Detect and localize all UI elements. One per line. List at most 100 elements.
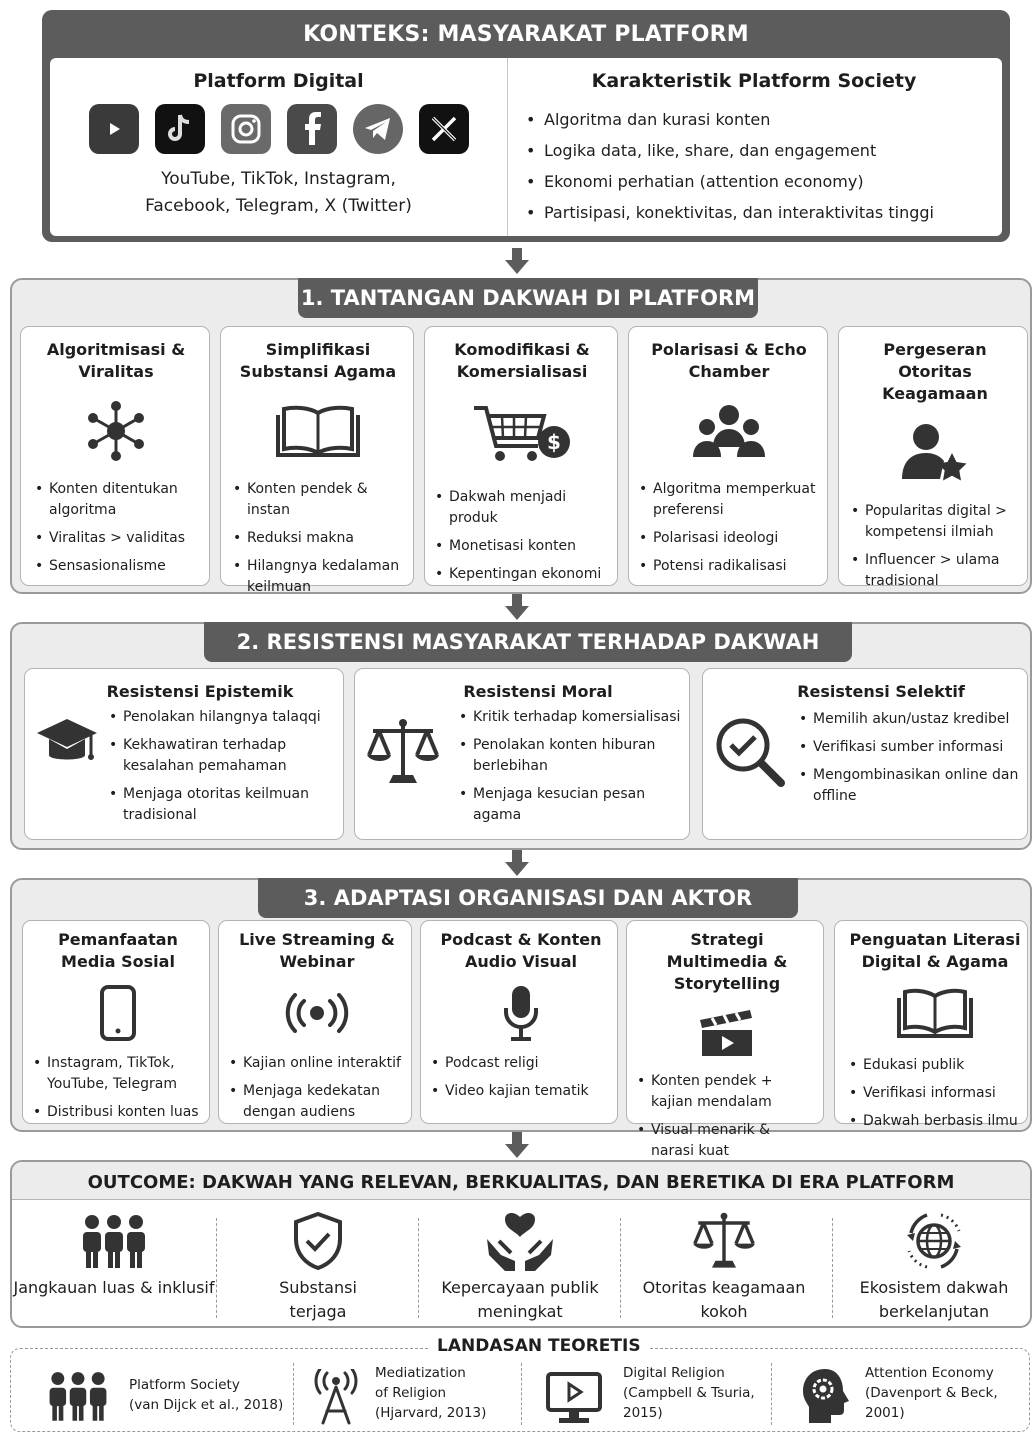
card-title: Pergeseran Otoritas Keagamaan	[882, 340, 988, 403]
card-title: Resistensi Selektif	[797, 682, 965, 701]
list-item: Menjaga kesucian pesan agama	[459, 784, 681, 826]
graduation-cap-icon	[35, 707, 109, 833]
list-item: Hilangnya kedalaman keilmuan	[233, 556, 403, 598]
outcome-item: Ekosistem dakwah berkelanjutan	[832, 1206, 1032, 1324]
context-title: KONTEKS: MASYARAKAT PLATFORM	[303, 22, 749, 47]
platform-names-line1: YouTube, TikTok, Instagram,	[161, 169, 396, 189]
adaptation-card: Live Streaming & Webinar Kajian online i…	[218, 920, 412, 1124]
characteristics-list: Algoritma dan kurasi konten Logika data,…	[526, 104, 1002, 228]
adaptation-title: 3. ADAPTASI ORGANISASI DAN AKTOR DAKWAH	[258, 878, 798, 950]
list-item: Kekhawatiran terhadap kesalahan pemahama…	[109, 735, 335, 777]
adaptation-section: 3. ADAPTASI ORGANISASI DAN AKTOR DAKWAH …	[10, 878, 1032, 1159]
card-title: Simplifikasi Substansi Agama	[239, 340, 397, 381]
list-item: Menjaga kedekatan dengan audiens	[229, 1081, 405, 1123]
list-item: Viralitas > validitas	[35, 528, 197, 549]
card-list: Konten ditentukan algoritma Viralitas > …	[35, 479, 197, 577]
list-item: Kritik terhadap komersialisasi	[459, 707, 681, 728]
challenge-card: Polarisasi & Echo Chamber Algoritma memp…	[628, 326, 828, 586]
characteristic-item: Algoritma dan kurasi konten	[526, 104, 1002, 135]
list-item: Popularitas digital > kompetensi ilmiah	[851, 501, 1019, 543]
platform-icons	[50, 104, 507, 154]
people-group-icon	[12, 1206, 216, 1276]
challenge-card: Simplifikasi Substansi Agama Konten pend…	[220, 326, 414, 595]
card-title: Podcast & Konten Audio Visual	[440, 930, 602, 971]
magnifier-check-icon	[713, 709, 799, 814]
card-list: Edukasi publik Verifikasi informasi Dakw…	[849, 1055, 1021, 1132]
network-icon	[35, 383, 197, 479]
scales-icon	[622, 1206, 826, 1276]
theory-ref: Platform Society (van Dijck et al., 2018…	[129, 1375, 283, 1415]
list-item: Mengombinasikan online dan offline	[799, 765, 1019, 807]
ref-line: (Campbell & Tsuria,	[623, 1385, 755, 1401]
ref-line: (Hjarvard, 2013)	[375, 1405, 487, 1421]
list-item: Konten pendek & instan	[233, 479, 403, 521]
card-list: Konten pendek & instan Reduksi makna Hil…	[233, 479, 403, 598]
outcome-title: OUTCOME: DAKWAH YANG RELEVAN, BERKUALITA…	[87, 1172, 955, 1193]
card-list: Instagram, TikTok, YouTube, Telegram Dis…	[33, 1053, 203, 1123]
down-arrow-icon	[505, 1132, 529, 1158]
platform-digital-heading: Platform Digital	[193, 70, 364, 92]
down-arrow-icon	[505, 594, 529, 620]
outcome-label: Kepercayaan publik meningkat	[441, 1278, 599, 1321]
outcome-item: Jangkauan luas & inklusif	[12, 1206, 216, 1300]
list-item: Influencer > ulama tradisional	[851, 550, 1019, 592]
characteristic-item: Ekonomi perhatian (attention economy)	[526, 166, 1002, 197]
list-item: Video kajian tematik	[431, 1081, 611, 1102]
resistance-card: Resistensi Moral Kritik terhadap komersi…	[354, 668, 690, 840]
smartphone-icon	[33, 973, 203, 1053]
card-list: Algoritma memperkuat preferensi Polarisa…	[639, 479, 819, 577]
card-title: Komodifikasi & Komersialisasi	[454, 340, 590, 381]
people-group-icon	[45, 1371, 111, 1425]
list-item: Dakwah menjadi produk	[435, 487, 609, 529]
theory-ref: Digital Religion (Campbell & Tsuria, 201…	[623, 1363, 755, 1423]
characteristic-item: Logika data, like, share, dan engagement	[526, 135, 1002, 166]
challenges-title: 1. TANTANGAN DAKWAH DI PLATFORM	[298, 278, 758, 318]
ref-line: Attention Economy	[865, 1365, 994, 1381]
challenge-card: Komodifikasi & Komersialisasi $ Dakwah m…	[424, 326, 618, 586]
list-item: Reduksi makna	[233, 528, 403, 549]
resistance-card: Resistensi Epistemik Penolakan hilangnya…	[24, 668, 344, 840]
telegram-icon	[352, 104, 403, 154]
list-item: Edukasi publik	[849, 1055, 1021, 1076]
ref-line: 2015)	[623, 1405, 663, 1421]
down-arrow-icon	[505, 248, 529, 274]
theory-ref: Attention Economy (Davenport & Beck, 200…	[865, 1363, 998, 1423]
resistance-section: 2. RESISTENSI MASYARAKAT TERHADAP DAKWAH…	[10, 622, 1032, 850]
list-item: Verifikasi sumber informasi	[799, 737, 1019, 758]
challenge-card: Algoritmisasi & Viralitas Konten ditentu…	[20, 326, 210, 586]
card-title: Resistensi Epistemik	[106, 682, 294, 701]
outcome-label: Jangkauan luas & inklusif	[13, 1278, 215, 1297]
list-item: Monetisasi konten	[435, 536, 609, 557]
hands-heart-icon	[418, 1206, 622, 1276]
theory-panel: LANDASAN TEORETIS Platform Society (van …	[10, 1336, 1030, 1432]
ref-line: of Religion	[375, 1385, 447, 1401]
card-list: Dakwah menjadi produk Monetisasi konten …	[435, 487, 609, 585]
shopping-cart-dollar-icon: $	[435, 383, 609, 487]
down-arrow-icon	[505, 850, 529, 876]
x-icon	[418, 104, 469, 154]
monitor-play-icon	[545, 1371, 603, 1429]
outcome-label: Otoritas keagamaan kokoh	[642, 1278, 806, 1321]
list-item: Menjaga otoritas keilmuan tradisional	[109, 784, 335, 826]
list-item: Visual menarik & narasi kuat	[637, 1120, 817, 1162]
user-star-icon	[851, 405, 1019, 501]
list-item: Kepentingan ekonomi	[435, 564, 609, 585]
outcome-section: OUTCOME: DAKWAH YANG RELEVAN, BERKUALITA…	[10, 1160, 1032, 1328]
list-item: Polarisasi ideologi	[639, 528, 819, 549]
outcome-item: Substansi terjaga	[216, 1206, 420, 1324]
card-list: Memilih akun/ustaz kredibel Verifikasi s…	[799, 709, 1019, 814]
challenge-card: Pergeseran Otoritas Keagamaan Popularita…	[838, 326, 1028, 589]
facebook-icon	[286, 104, 337, 154]
list-item: Potensi radikalisasi	[639, 556, 819, 577]
head-gear-icon	[801, 1367, 851, 1429]
characteristic-item: Partisipasi, konektivitas, dan interakti…	[526, 197, 1002, 228]
list-item: Distribusi konten luas	[33, 1102, 203, 1123]
list-item: Kajian online interaktif	[229, 1053, 405, 1074]
platform-digital-panel: Platform Digital	[50, 58, 508, 236]
theory-title: LANDASAN TEORETIS	[429, 1336, 649, 1356]
ref-line: (van Dijck et al., 2018)	[129, 1397, 284, 1413]
adaptation-card: Strategi Multimedia & Storytelling Konte…	[626, 920, 824, 1159]
shield-check-icon	[216, 1206, 420, 1276]
instagram-icon	[220, 104, 271, 154]
list-item: Algoritma memperkuat preferensi	[639, 479, 819, 521]
